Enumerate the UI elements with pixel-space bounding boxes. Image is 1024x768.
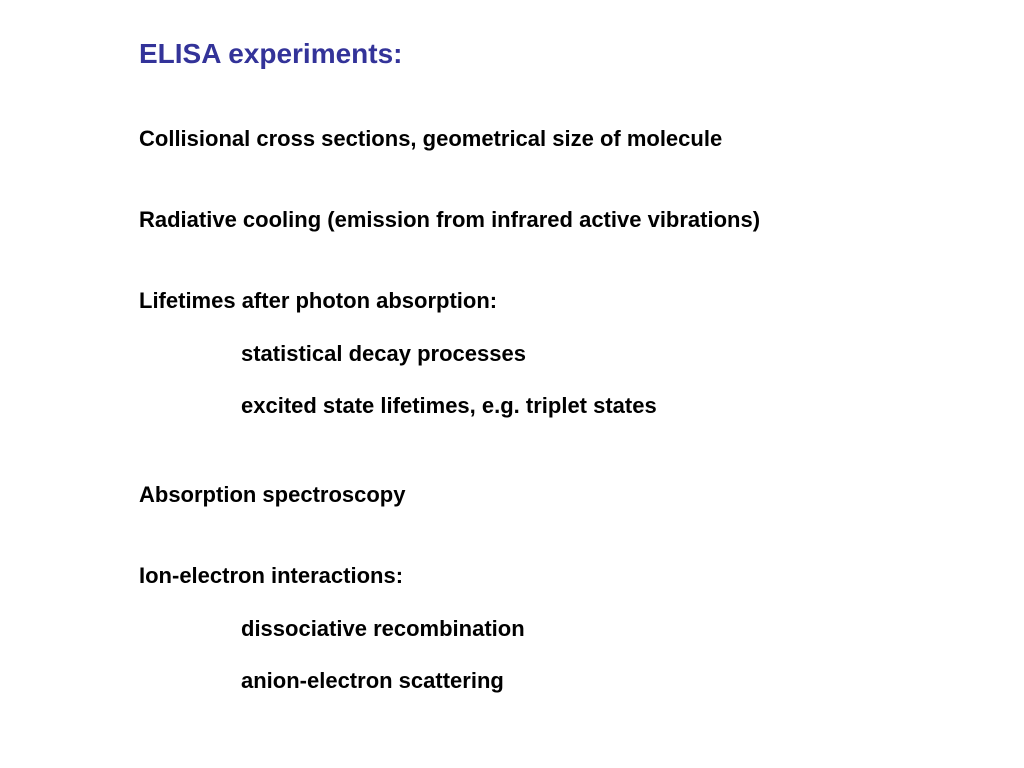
subitem-dissociative-recombination: dissociative recombination [241, 616, 525, 641]
subitem-anion-electron-scattering: anion-electron scattering [241, 668, 504, 693]
subitem-statistical-decay: statistical decay processes [241, 341, 526, 366]
item-radiative-cooling: Radiative cooling (emission from infrare… [139, 207, 761, 232]
item-absorption-spectroscopy: Absorption spectroscopy [139, 482, 406, 507]
slide-title: ELISA experiments: [139, 38, 403, 69]
item-collisional-cross-sections: Collisional cross sections, geometrical … [139, 126, 723, 151]
item-lifetimes: Lifetimes after photon absorption: [139, 288, 498, 313]
subitem-excited-state-lifetimes: excited state lifetimes, e.g. triplet st… [241, 393, 657, 418]
item-ion-electron-interactions: Ion-electron interactions: [139, 563, 404, 588]
